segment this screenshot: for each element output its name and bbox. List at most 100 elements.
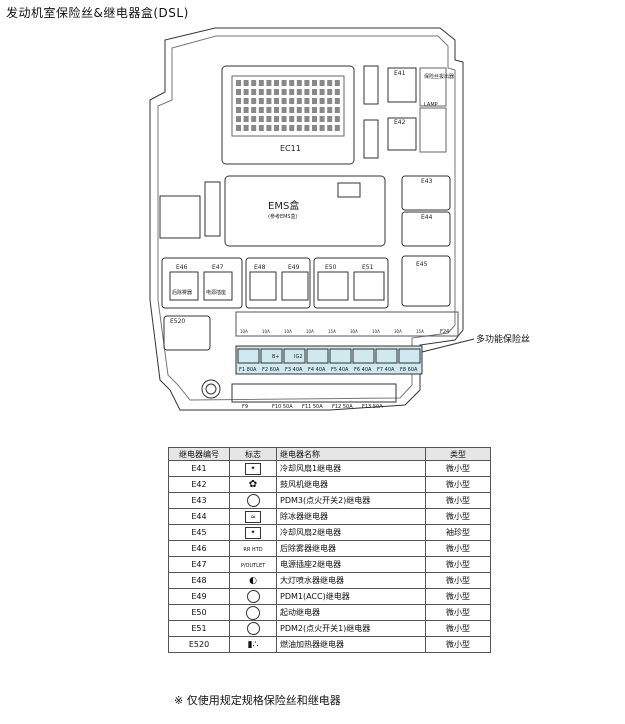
connector-pin <box>289 80 295 86</box>
connector-pin <box>327 107 333 113</box>
connector-pin <box>251 125 257 131</box>
connector-pin <box>274 98 279 104</box>
small-fuse-label: 10A <box>262 329 270 334</box>
table-row: E42✿鼓风机继电器微小型 <box>168 476 491 493</box>
ems-subtitle: (参考EMS盒) <box>268 213 298 220</box>
relay-name-cell: 冷却风扇2继电器 <box>276 524 426 541</box>
connector-pin <box>296 107 302 113</box>
multi-fuse-cell <box>375 348 398 364</box>
connector-pin <box>319 116 325 122</box>
relay-id-cell: E44 <box>168 508 230 525</box>
relay-name-cell: 燃油加热器继电器 <box>276 636 426 653</box>
pdm-icon <box>246 590 260 603</box>
small-fuse-label: 10A <box>306 329 314 334</box>
bottom-fuse-label: F11 50A <box>302 404 323 410</box>
power-outlet-icon: P/OUTLET <box>240 563 266 569</box>
relay-e51-label: E51 <box>362 264 374 271</box>
relay-e45-label: E45 <box>416 261 428 268</box>
connector-pin <box>289 116 295 122</box>
relay-type-cell: 微小型 <box>425 556 491 573</box>
relay-e520 <box>163 315 211 351</box>
connector-pin <box>274 116 279 122</box>
lamp-label: LAMP <box>424 102 438 108</box>
connector-pin <box>274 125 279 131</box>
multi-fuse-label: F6 40A <box>354 367 372 373</box>
connector-pin <box>334 116 340 122</box>
relay-name-cell: 鼓风机继电器 <box>276 476 426 493</box>
relay-name-cell: 冷却风扇1继电器 <box>276 460 426 477</box>
connector-pin <box>236 107 241 113</box>
table-row: E48◐大灯喷水器继电器微小型 <box>168 572 491 589</box>
fuse-label-ig2: IG2 <box>294 354 303 360</box>
relay-e520-label: E520 <box>170 318 185 325</box>
connector-pin <box>312 116 317 122</box>
small-fuse-label: 10A <box>372 329 380 334</box>
connector-pin <box>258 116 264 122</box>
connector-pin <box>289 125 295 131</box>
connector-pin <box>243 107 249 113</box>
connector-pin <box>304 80 310 86</box>
multi-fuse-label: F5 40A <box>331 367 349 373</box>
connector-pin <box>327 98 333 104</box>
multi-fuse-cell <box>283 348 306 364</box>
relay-id-cell: E41 <box>168 460 230 477</box>
multi-fuse-cell <box>329 348 352 364</box>
small-fuse-label: 10A <box>284 329 292 334</box>
relay-type-cell: 微小型 <box>425 492 491 509</box>
connector-pin <box>236 80 241 86</box>
fuel-heater-icon: ▮∴ <box>247 639 259 650</box>
relay-type-cell: 微小型 <box>425 476 491 493</box>
multi-fuse-strip <box>235 345 423 375</box>
multi-fuse-cell <box>352 348 375 364</box>
relay-id-cell: E50 <box>168 604 230 621</box>
connector-pin <box>274 89 279 95</box>
connector-pin <box>274 80 279 86</box>
connector-pin <box>281 80 287 86</box>
relay-type-cell: 微小型 <box>425 460 491 477</box>
relay-id-cell: E46 <box>168 540 230 557</box>
connector-pin <box>251 89 257 95</box>
relay-e45 <box>401 255 451 307</box>
connector-pin <box>289 107 295 113</box>
relay-symbol-cell: P/OUTLET <box>229 556 277 573</box>
bottom-fuse-label: F9 <box>242 404 248 410</box>
small-fuse-label: 15A <box>328 329 336 334</box>
connector-pin <box>319 125 325 131</box>
relay-e46-e47 <box>161 257 243 309</box>
small-fuse-label: 10A <box>240 329 248 334</box>
connector-pin <box>258 89 264 95</box>
multi-fuse-cell <box>306 348 329 364</box>
table-row: E44≈除冰器继电器微小型 <box>168 508 491 525</box>
connector-pin <box>251 116 257 122</box>
multi-fuse-label: F1 80A <box>239 367 257 373</box>
connector-pin <box>289 98 295 104</box>
bottom-fuse-label: F13 50A <box>362 404 383 410</box>
fuse-label-bplus: B+ <box>272 354 280 360</box>
connector-pin <box>266 125 272 131</box>
relay-e41-label: E41 <box>394 70 406 77</box>
connector-pin <box>312 125 317 131</box>
header-type: 类型 <box>425 447 491 461</box>
relay-e44-label: E44 <box>421 214 433 221</box>
fuse-puller-label: 保险丝拔出器 <box>424 73 454 80</box>
bottom-fuse-label: F12 50A <box>332 404 353 410</box>
relay-e48-label: E48 <box>254 264 266 271</box>
relay-symbol-cell: ≈ <box>229 508 277 525</box>
multi-fuse-cell <box>398 348 421 364</box>
pdm-icon <box>246 494 260 507</box>
connector-pin <box>319 98 325 104</box>
connector-pin <box>281 89 287 95</box>
header-relay-name: 继电器名称 <box>276 447 426 461</box>
connector-pin <box>236 125 241 131</box>
relay-name-cell: PDM3(点火开关2)继电器 <box>276 492 426 509</box>
table-row: E45✦冷却风扇2继电器袖珍型 <box>168 524 491 541</box>
small-fuse-label: 30A <box>350 329 358 334</box>
connector-pin <box>243 125 249 131</box>
fan-relay-icon: ✦ <box>245 526 261 539</box>
relay-e50-label: E50 <box>325 264 337 271</box>
multi-fuse-label: F3 40A <box>285 367 303 373</box>
connector-pin <box>334 89 340 95</box>
relay-type-cell: 微小型 <box>425 636 491 653</box>
